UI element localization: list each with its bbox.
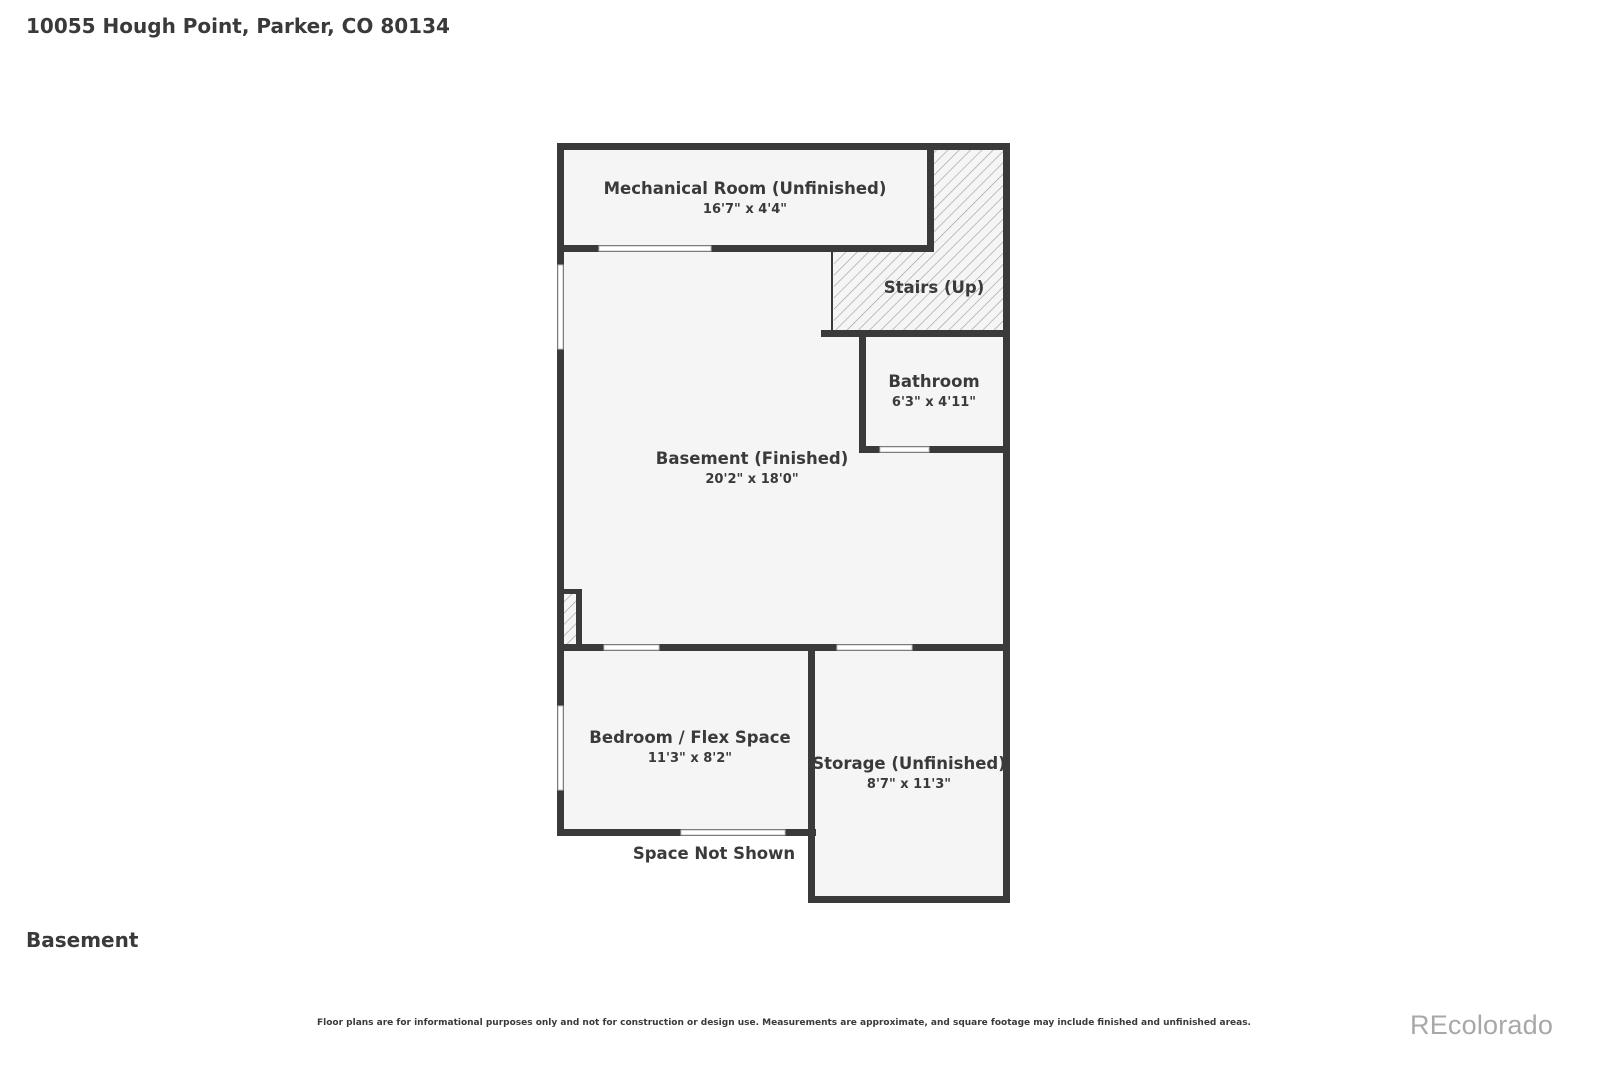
west-window-upper — [557, 264, 564, 350]
disclaimer-text: Floor plans are for informational purpos… — [317, 1018, 1251, 1028]
bedroom-name: Bedroom / Flex Space — [589, 728, 790, 747]
bedroom-south-opening — [680, 829, 786, 836]
stairs-label: Stairs (Up) — [884, 278, 985, 297]
mechanical-door — [598, 245, 712, 252]
space-not-shown-label: Space Not Shown — [633, 844, 795, 863]
room-labels: Mechanical Room (Unfinished) 16'7" x 4'4… — [589, 179, 1005, 863]
bathroom-name: Bathroom — [888, 372, 979, 391]
basement-name: Basement (Finished) — [656, 449, 848, 468]
openings — [557, 245, 930, 836]
mechanical-room-dims: 16'7" x 4'4" — [703, 202, 787, 217]
bathroom-door — [879, 446, 930, 453]
bedroom-door — [603, 644, 660, 651]
storage-floor — [814, 650, 1006, 898]
mechanical-room-name: Mechanical Room (Unfinished) — [604, 179, 887, 198]
brand-logo: REcolorado — [1410, 1010, 1554, 1040]
bedroom-floor — [563, 650, 811, 833]
storage-door — [836, 644, 913, 651]
bathroom-dims: 6'3" x 4'11" — [892, 395, 976, 410]
storage-dims: 8'7" x 11'3" — [867, 777, 951, 792]
small-closet-hatch — [563, 592, 577, 646]
floor-level-label: Basement — [26, 928, 139, 952]
property-address: 10055 Hough Point, Parker, CO 80134 — [26, 14, 450, 38]
bedroom-dims: 11'3" x 8'2" — [648, 751, 732, 766]
storage-name: Storage (Unfinished) — [812, 754, 1006, 773]
west-window-lower — [557, 705, 564, 791]
stairs-hatch — [834, 149, 1004, 330]
basement-dims: 20'2" x 18'0" — [705, 472, 798, 487]
